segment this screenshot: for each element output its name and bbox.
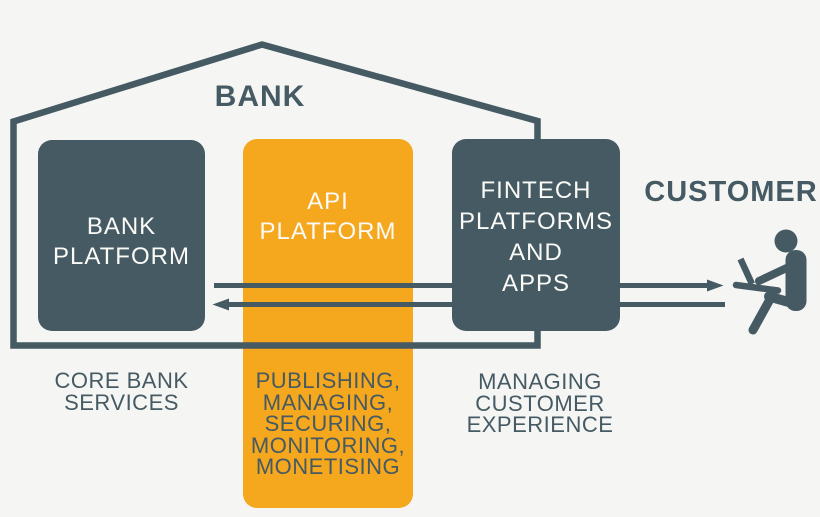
bank-platform-label: BANK PLATFORM: [53, 212, 190, 270]
person-shin-icon: [748, 293, 776, 335]
laptop-base-icon: [732, 281, 782, 294]
bank-platform-box: BANK PLATFORM: [38, 140, 205, 331]
bank-house-outline: [10, 41, 541, 349]
core-bank-services-caption: CORE BANK SERVICES: [54, 368, 189, 415]
laptop-screen-icon: [737, 257, 755, 286]
fintech-platforms-box: FINTECH PLATFORMS AND APPS: [452, 139, 620, 331]
api-platform-label: API PLATFORM: [259, 188, 397, 245]
bank-to-customer-arrowhead: [707, 279, 724, 292]
api-functions-caption: PUBLISHING, MANAGING, SECURING, MONITORI…: [250, 368, 406, 479]
customer-to-bank-arrowhead: [212, 298, 229, 311]
person-head-icon: [774, 229, 798, 253]
seated-person-with-laptop-icon: [732, 229, 807, 335]
person-arm-icon: [755, 261, 797, 285]
bank-title: BANK: [214, 80, 306, 113]
api-platform-box: [243, 139, 413, 508]
managing-customer-experience-caption: MANAGING CUSTOMER EXPERIENCE: [466, 369, 614, 437]
customer-title: CUSTOMER: [644, 176, 818, 208]
fintech-platforms-label: FINTECH PLATFORMS AND APPS: [459, 177, 613, 297]
